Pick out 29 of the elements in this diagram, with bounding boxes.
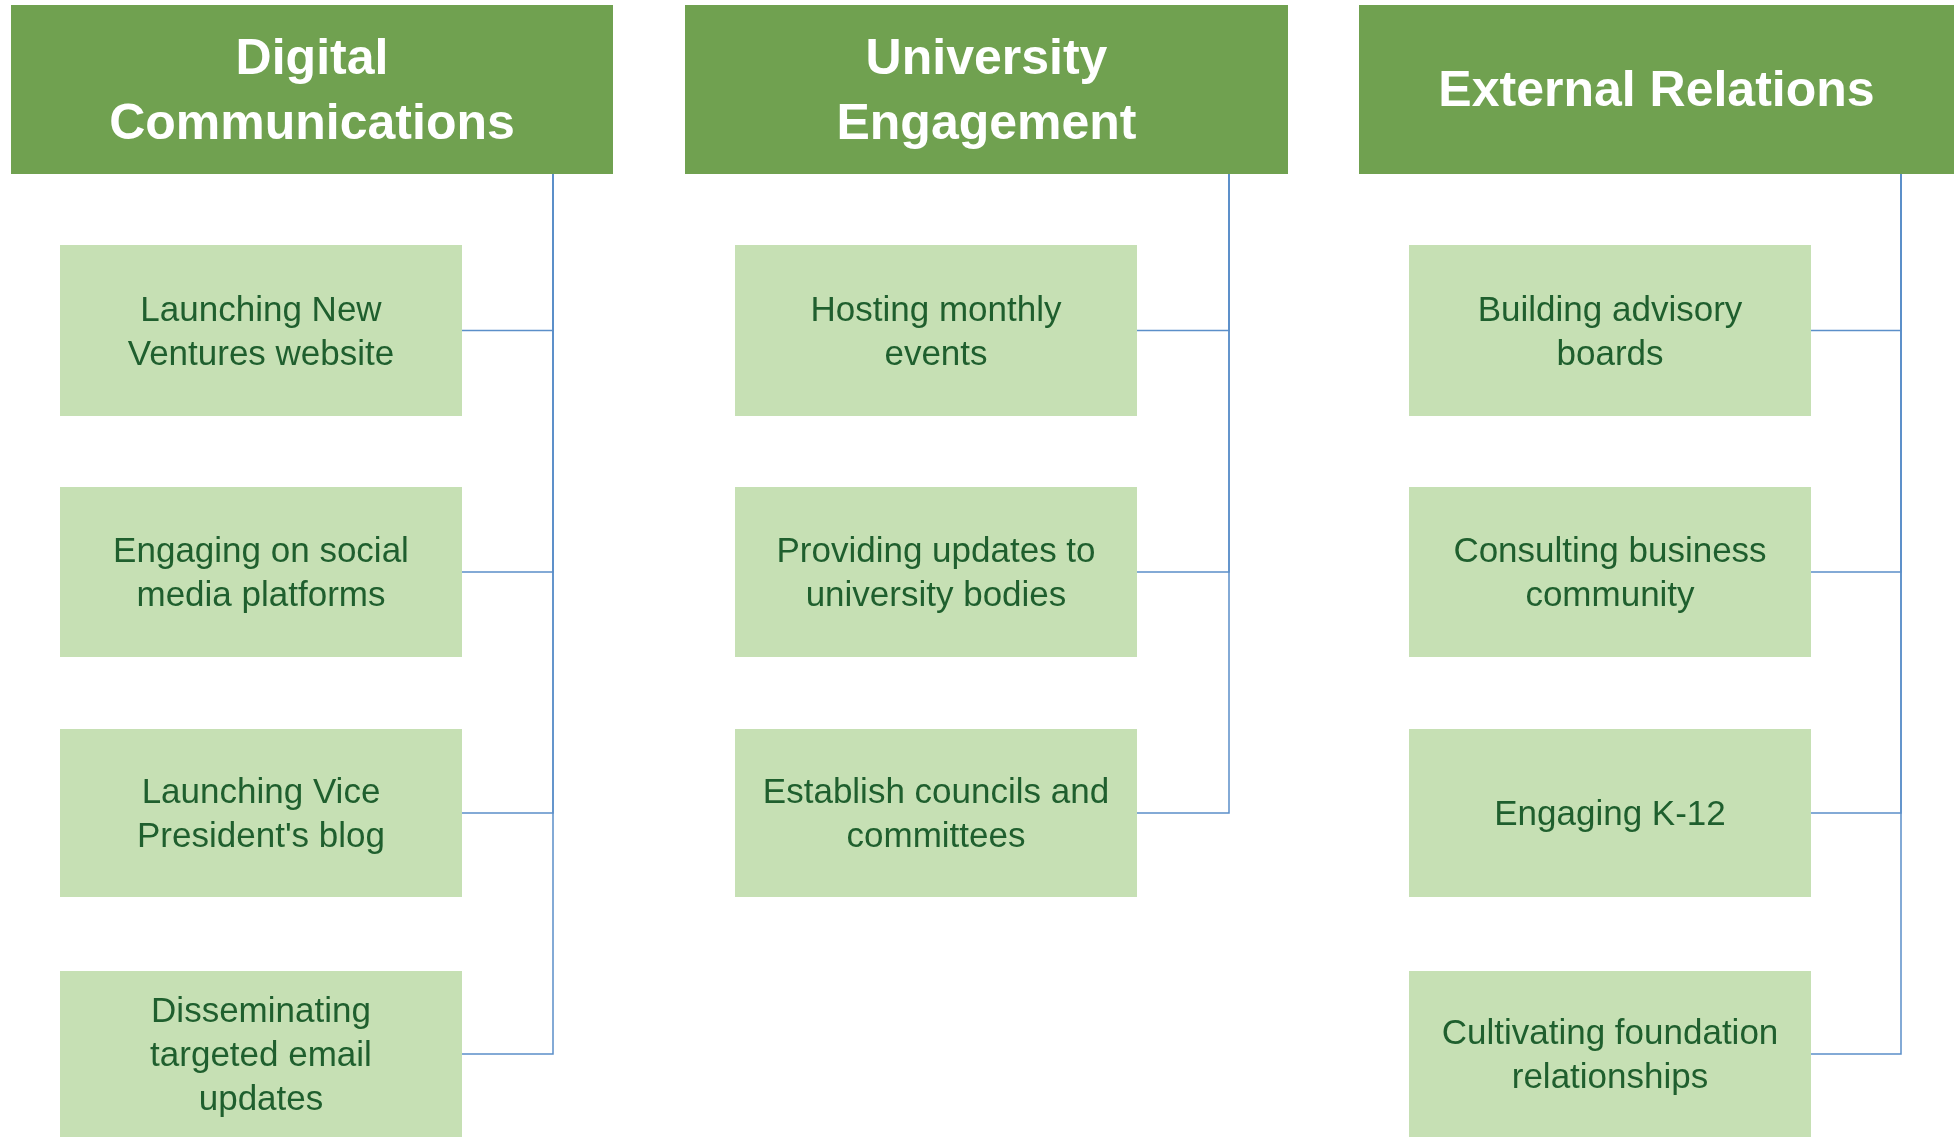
header-text: University Engagement [835,27,1138,152]
task-box [1409,487,1811,657]
task-text: Disseminating targeted email updates [149,989,373,1119]
task-text: Cultivating foundation relationships [1440,1011,1780,1097]
task-text: Engaging on social media platforms [112,529,410,615]
task-text: Launching New Ventures website [126,287,396,374]
task-box [1409,971,1811,1137]
task-text: Launching Vice President's blog [136,770,386,856]
category-header [1359,5,1954,174]
header-text: Digital Communications [108,27,516,152]
category-header [685,5,1288,174]
task-text: Building advisory boards [1476,287,1744,374]
task-text: Consulting business community [1452,529,1768,615]
task-box [60,971,462,1137]
task-box [735,245,1137,416]
task-text: Establish councils and committees [761,770,1111,856]
task-text: Hosting monthly events [809,287,1063,374]
task-box [1409,729,1811,897]
task-box [1409,245,1811,416]
task-text: Providing updates to university bodies [775,529,1097,615]
task-box [735,729,1137,897]
task-box [60,245,462,416]
category-header [11,5,613,174]
connector-line [1136,173,1230,814]
task-box [60,729,462,897]
task-text: Engaging K-12 [1494,792,1726,835]
task-box [60,487,462,657]
task-box [735,487,1137,657]
header-text: External Relations [1438,60,1875,119]
